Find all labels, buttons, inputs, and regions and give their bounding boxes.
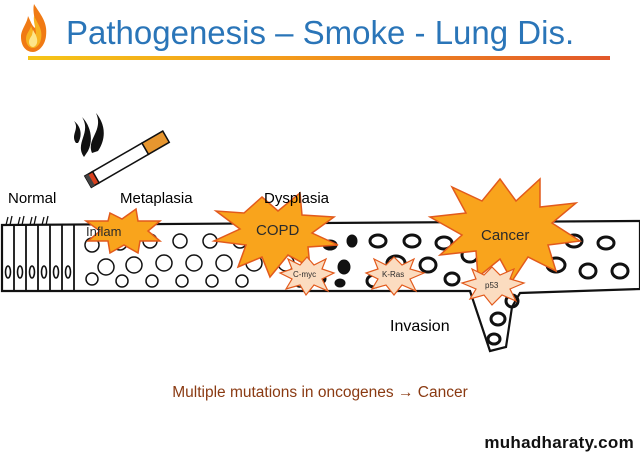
p53-label: p53 bbox=[485, 281, 499, 290]
stage-label-invasion: Invasion bbox=[390, 318, 450, 335]
title-underline bbox=[28, 56, 610, 60]
caption: Multiple mutations in oncogenes → Cancer bbox=[172, 384, 468, 401]
inflam-burst bbox=[83, 207, 163, 255]
cigarette-icon bbox=[83, 130, 171, 189]
cmyc-burst bbox=[278, 256, 336, 297]
stage-label-metaplasia: Metaplasia bbox=[120, 190, 193, 207]
lung-tissue-illustration bbox=[0, 113, 640, 353]
cancer-label: Cancer bbox=[481, 227, 530, 244]
kras-burst bbox=[364, 256, 426, 296]
inflam-label: Inflam bbox=[86, 224, 122, 239]
copd-label: COPD bbox=[256, 222, 300, 239]
flame-icon bbox=[21, 4, 47, 52]
copd-burst bbox=[211, 191, 339, 279]
explosion-icon bbox=[83, 177, 583, 306]
slide-title: Pathogenesis – Smoke - Lung Dis. bbox=[66, 14, 575, 51]
p53-burst bbox=[460, 266, 526, 306]
cmyc-label: C-myc bbox=[293, 270, 317, 279]
stage-label-normal: Normal bbox=[8, 190, 57, 207]
watermark: muhadharaty.com bbox=[484, 433, 634, 452]
kras-label: K-Ras bbox=[382, 270, 405, 279]
smoke-icon bbox=[74, 113, 104, 157]
stage-label-dysplasia: Dysplasia bbox=[264, 190, 330, 207]
